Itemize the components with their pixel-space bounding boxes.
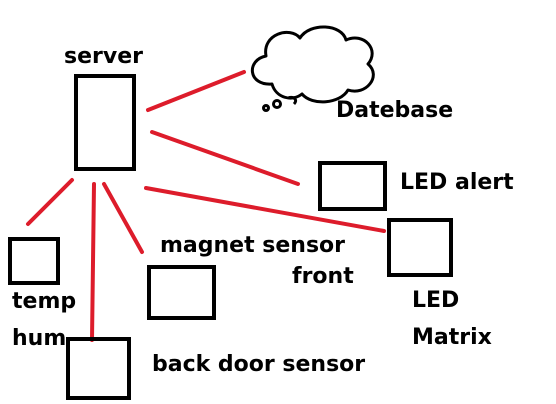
connector-server-temp-hum <box>26 178 74 226</box>
server-label: server <box>64 44 143 69</box>
connector-server-led-alert <box>150 130 300 186</box>
magnet-sensor-label-line1: magnet sensor <box>160 233 346 258</box>
connector-server-database <box>146 70 246 112</box>
magnet-sensor-label-line2: front <box>292 264 354 289</box>
magnet-sensor-box <box>147 265 216 320</box>
led-matrix-box <box>387 218 453 277</box>
back-door-sensor-label: back door sensor <box>152 352 366 377</box>
led-matrix-label-line1: LED <box>412 288 460 313</box>
server-box <box>74 74 136 171</box>
connector-server-led-matrix <box>144 186 386 233</box>
back-door-sensor-box <box>66 337 131 400</box>
temp-hum-box <box>8 237 60 285</box>
led-alert-box <box>318 161 387 211</box>
database-label: Datebase <box>336 98 454 123</box>
temp-hum-label-line2: hum <box>12 326 67 351</box>
temp-hum-label-line1: temp <box>12 289 77 314</box>
connector-server-magnet-sensor <box>102 182 144 254</box>
led-matrix-label-line2: Matrix <box>412 325 492 350</box>
cloud-icon <box>250 25 375 112</box>
connector-server-back-door-sensor <box>90 182 96 342</box>
led-alert-label: LED alert <box>400 170 514 195</box>
